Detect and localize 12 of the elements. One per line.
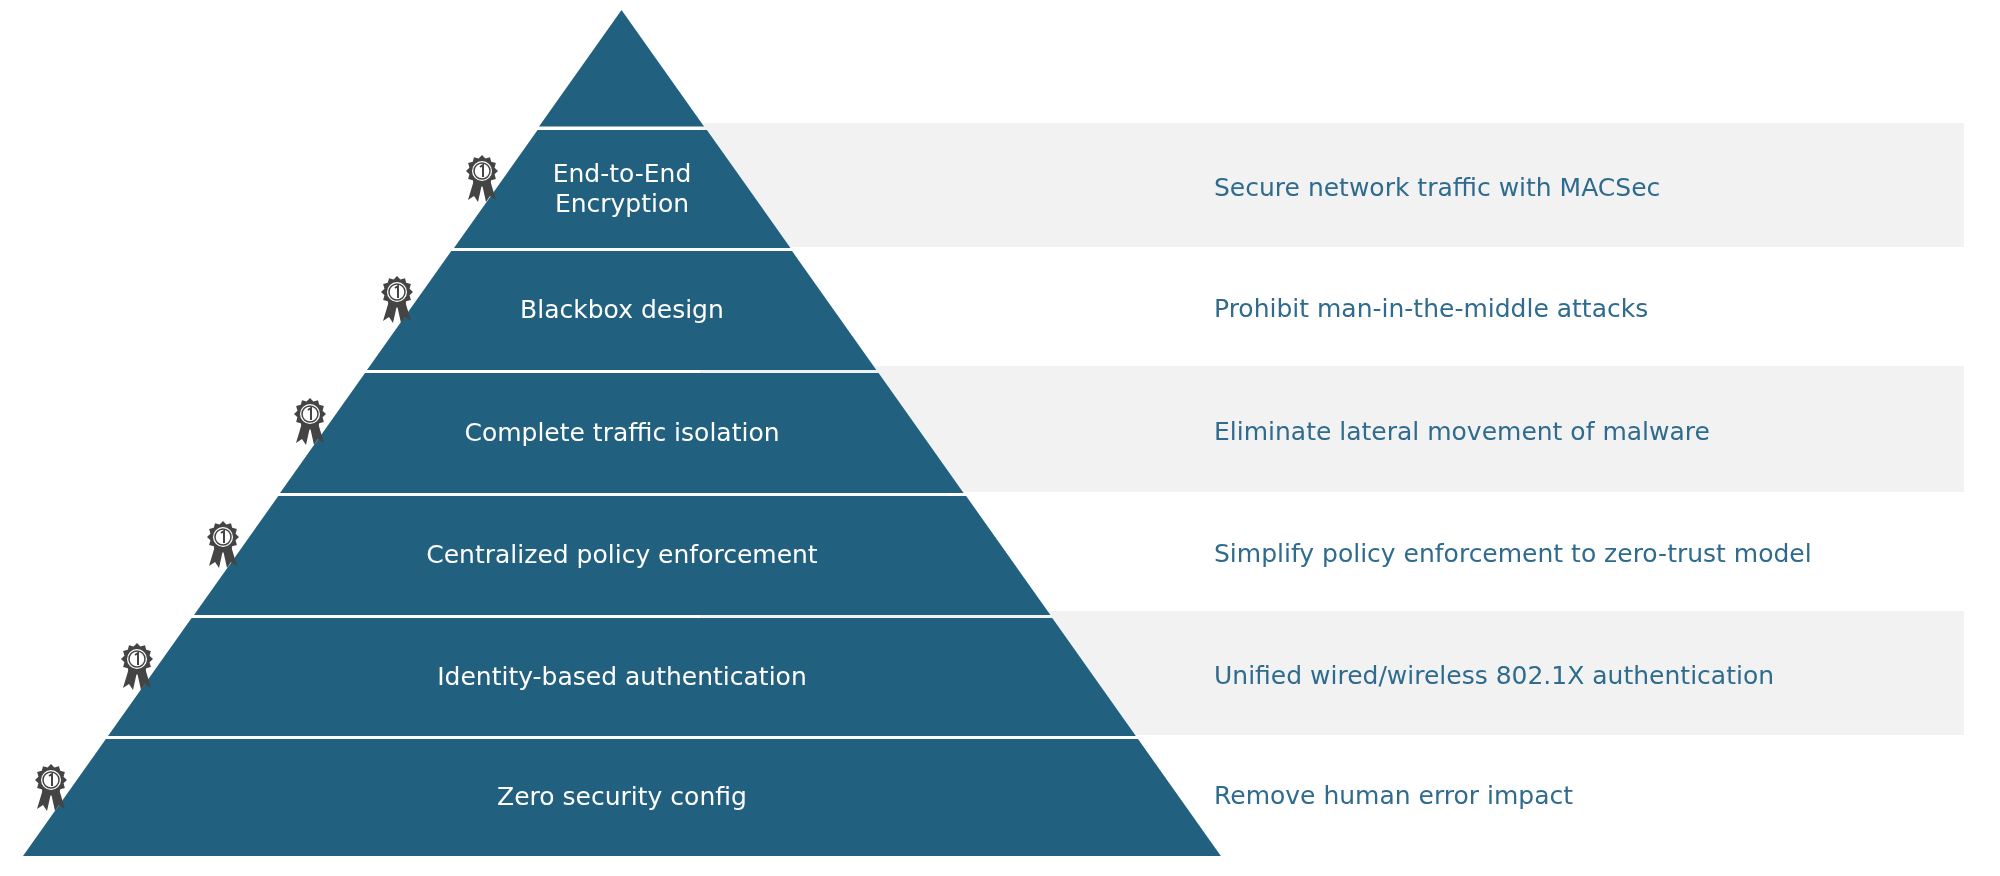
description-text: Remove human error impact [1214,781,1574,810]
description-text: Secure network traffic with MACSec [1214,172,1661,202]
description-text: Eliminate lateral movement of malware [1214,416,1710,446]
tier-label: Zero security config [496,782,748,812]
tier-label: Centralized policy enforcement [425,540,819,570]
description-text: Prohibit man-in-the-middle attacks [1214,294,1649,323]
tier-label: Blackbox design [519,295,725,325]
description-text: Unified wired/wireless 802.1X authentication [1214,660,1775,690]
description-text: Simplify policy enforcement to zero-trust model [1214,539,1812,568]
tier-label: Complete traffic isolation [463,417,781,448]
tier-label: Identity-based authentication [436,661,808,692]
tier-label: End-to-End Encryption [551,158,693,219]
